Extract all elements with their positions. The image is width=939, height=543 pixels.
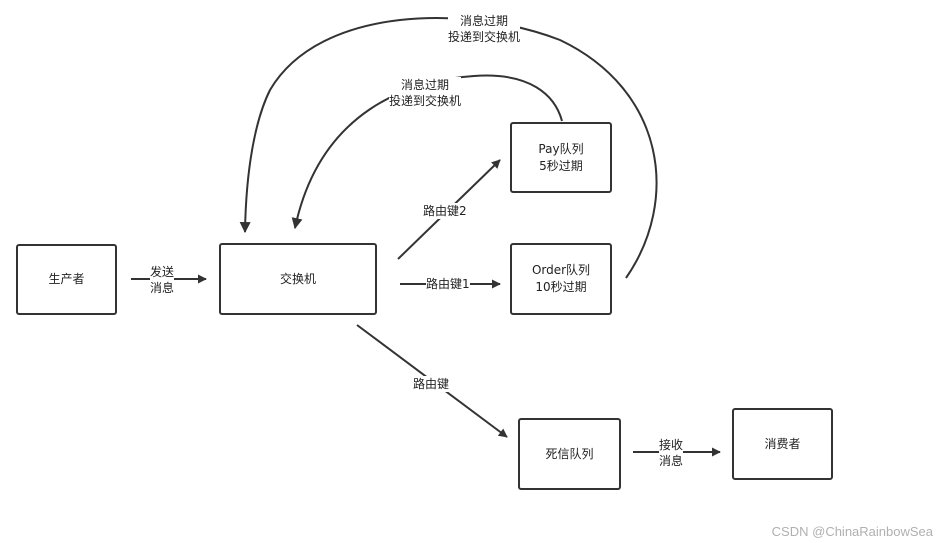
routing-key-2-label: 路由键2 (423, 203, 467, 219)
pay-queue-ttl: 5秒过期 (539, 158, 583, 173)
order-queue-name: Order队列 (531, 263, 591, 277)
outer-expire-label: 消息过期 投递到交换机 (448, 13, 521, 45)
send-message-label: 发送 消息 (150, 264, 175, 296)
producer-node: 生产者 (16, 244, 117, 315)
order-queue-ttl: 10秒过期 (535, 280, 587, 294)
order-queue-node: Order队列 10秒过期 (510, 243, 612, 315)
watermark: CSDN @ChinaRainbowSea (771, 524, 933, 539)
exchange-node: 交换机 (219, 243, 377, 315)
consumer-label: 消费者 (764, 436, 801, 451)
receive-message-label: 接收 消息 (659, 437, 684, 469)
dead-letter-queue-label: 死信队列 (545, 446, 594, 461)
inner-expire-label: 消息过期 投递到交换机 (389, 77, 462, 109)
exchange-label: 交换机 (279, 271, 316, 286)
consumer-node: 消费者 (732, 408, 833, 480)
dead-letter-queue-node: 死信队列 (518, 418, 621, 490)
pay-queue-node: Pay队列 5秒过期 (510, 122, 612, 193)
edge-order-expire-curve (239, 17, 658, 279)
routing-key-1-label: 路由键1 (426, 276, 470, 292)
routing-key-label: 路由键 (413, 376, 450, 392)
pay-queue-name: Pay队列 (538, 141, 584, 156)
producer-label: 生产者 (48, 272, 85, 286)
